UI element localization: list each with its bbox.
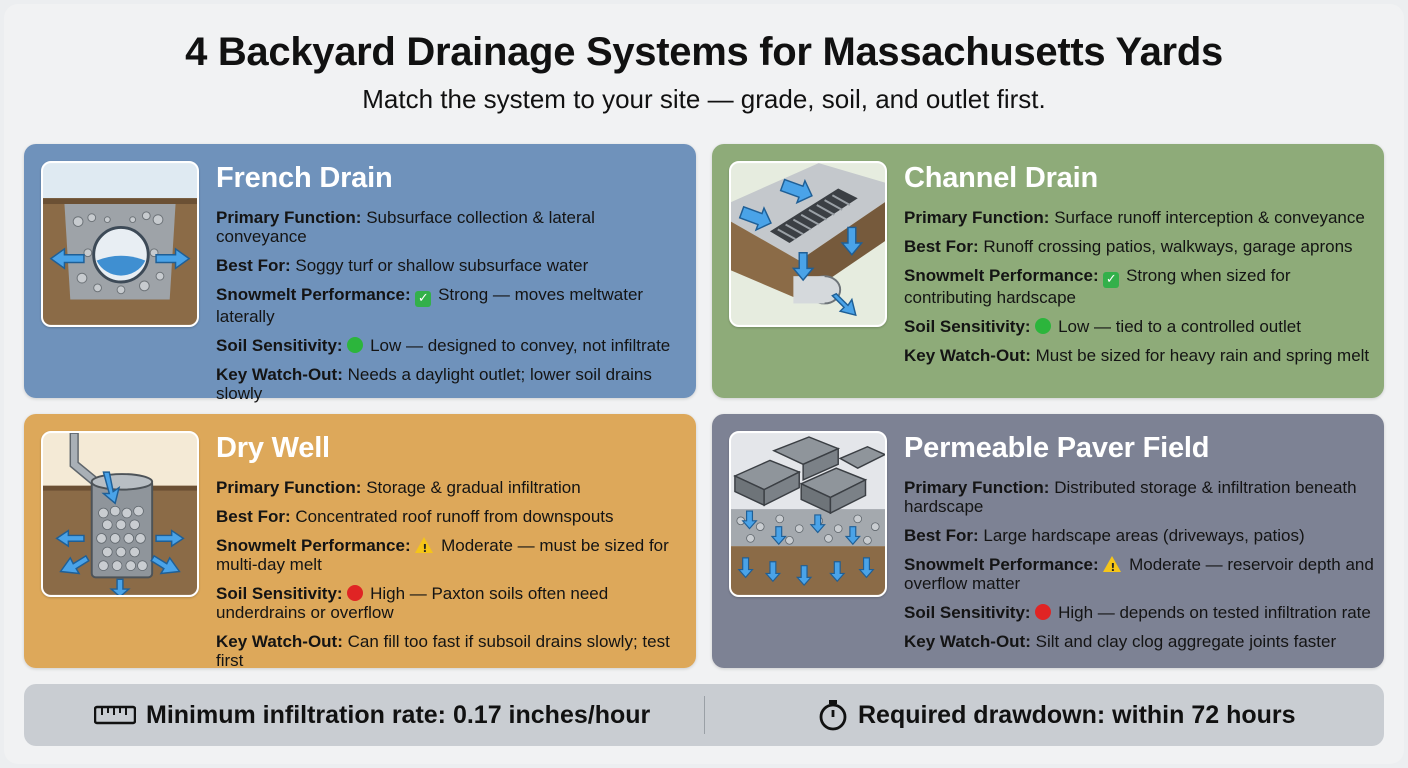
check-icon: ✓ xyxy=(415,291,432,307)
french-drain-cross-section-icon xyxy=(41,161,199,327)
row-label: Key Watch-Out: xyxy=(216,632,343,651)
card-row: Key Watch-Out: Silt and clay clog aggreg… xyxy=(904,632,1374,651)
row-value: Runoff crossing patios, walkways, garage… xyxy=(983,237,1353,256)
row-label: Key Watch-Out: xyxy=(904,346,1031,365)
card-row: Snowmelt Performance: ✓ Strong — moves m… xyxy=(216,285,686,326)
row-value: Distributed storage & infiltration benea… xyxy=(904,478,1357,516)
card-row: Snowmelt Performance: Moderate — reservo… xyxy=(904,555,1374,593)
row-value: Large hardscape areas (driveways, patios… xyxy=(983,526,1305,545)
page-title: 4 Backyard Drainage Systems for Massachu… xyxy=(185,30,1223,74)
row-label: Best For: xyxy=(216,507,291,526)
ruler-icon xyxy=(94,705,136,725)
card-title: French Drain xyxy=(216,162,393,194)
row-value: Concentrated roof runoff from downspouts xyxy=(295,507,614,526)
card-row: Primary Function: Subsurface collection … xyxy=(216,208,686,246)
warning-icon xyxy=(1103,556,1122,577)
row-value: Low — tied to a controlled outlet xyxy=(1058,317,1301,336)
row-value: High — depends on tested infiltration ra… xyxy=(1058,603,1371,622)
row-value: Silt and clay clog aggregate joints fast… xyxy=(1035,632,1337,651)
footer-bar: Minimum infiltration rate: 0.17 inches/h… xyxy=(24,684,1384,746)
channel-drain-grate-icon xyxy=(729,161,887,327)
row-value: Moderate — must be sized for multi-day m… xyxy=(216,536,669,574)
card-row: Key Watch-Out: Must be sized for heavy r… xyxy=(904,346,1374,365)
row-value: High — Paxton soils often need underdrai… xyxy=(216,584,609,622)
row-label: Snowmelt Performance: xyxy=(216,536,411,555)
row-label: Key Watch-Out: xyxy=(216,365,343,384)
row-label: Key Watch-Out: xyxy=(904,632,1031,651)
row-value: Storage & gradual infiltration xyxy=(366,478,581,497)
row-value: Low — designed to convey, not infiltrate xyxy=(370,336,671,355)
card-rows: Primary Function: Storage & gradual infi… xyxy=(216,478,686,680)
card-row: Best For: Soggy turf or shallow subsurfa… xyxy=(216,256,686,275)
permeable-paver-cross-section-icon xyxy=(729,431,887,597)
row-label: Snowmelt Performance: xyxy=(904,555,1099,574)
card-row: Soil Sensitivity: High — Paxton soils of… xyxy=(216,584,686,622)
card-rows: Primary Function: Surface runoff interce… xyxy=(904,208,1374,375)
green-dot-icon xyxy=(347,337,364,353)
green-dot-icon xyxy=(1035,318,1052,334)
card-row: Key Watch-Out: Can fill too fast if subs… xyxy=(216,632,686,670)
row-label: Soil Sensitivity: xyxy=(216,584,343,603)
card-title: Channel Drain xyxy=(904,162,1098,194)
row-label: Best For: xyxy=(904,237,979,256)
row-value: Needs a daylight outlet; lower soil drai… xyxy=(216,365,652,403)
row-value: Can fill too fast if subsoil drains slow… xyxy=(216,632,670,670)
infiltration-rate: Minimum infiltration rate: 0.17 inches/h… xyxy=(94,684,650,746)
red-dot-icon xyxy=(347,585,364,601)
card-row: Soil Sensitivity: High — depends on test… xyxy=(904,603,1374,622)
card-channel-drain: Channel Drain Primary Function: Surface … xyxy=(712,144,1384,398)
card-title: Dry Well xyxy=(216,432,330,464)
card-row: Best For: Large hardscape areas (drivewa… xyxy=(904,526,1374,545)
card-permeable-paver-field: Permeable Paver Field Primary Function: … xyxy=(712,414,1384,668)
footer-divider xyxy=(704,696,705,734)
card-row: Primary Function: Surface runoff interce… xyxy=(904,208,1374,227)
row-value: Must be sized for heavy rain and spring … xyxy=(1035,346,1370,365)
page-subtitle: Match the system to your site — grade, s… xyxy=(362,84,1046,114)
row-value: Subsurface collection & lateral conveyan… xyxy=(216,208,595,246)
card-row: Primary Function: Distributed storage & … xyxy=(904,478,1374,516)
row-label: Primary Function: xyxy=(904,208,1050,227)
row-label: Soil Sensitivity: xyxy=(904,317,1031,336)
card-row: Snowmelt Performance: Moderate — must be… xyxy=(216,536,686,574)
row-label: Soil Sensitivity: xyxy=(904,603,1031,622)
card-row: Key Watch-Out: Needs a daylight outlet; … xyxy=(216,365,686,403)
check-icon: ✓ xyxy=(1103,272,1120,288)
row-label: Snowmelt Performance: xyxy=(216,285,411,304)
card-french-drain: French Drain Primary Function: Subsurfac… xyxy=(24,144,696,403)
row-label: Primary Function: xyxy=(216,478,362,497)
card-row: Best For: Concentrated roof runoff from … xyxy=(216,507,686,526)
card-rows: Primary Function: Subsurface collection … xyxy=(216,208,686,413)
required-drawdown-text: Required drawdown: within 72 hours xyxy=(858,700,1296,729)
stopwatch-icon xyxy=(819,700,847,731)
card-row: Primary Function: Storage & gradual infi… xyxy=(216,478,686,497)
row-label: Primary Function: xyxy=(904,478,1050,497)
row-label: Snowmelt Performance: xyxy=(904,266,1099,285)
red-dot-icon xyxy=(1035,604,1052,620)
required-drawdown: Required drawdown: within 72 hours xyxy=(818,684,1296,746)
card-rows: Primary Function: Distributed storage & … xyxy=(904,478,1374,661)
row-value: Strong when sized for contributing hards… xyxy=(904,266,1291,307)
card-title: Permeable Paver Field xyxy=(904,432,1210,464)
infiltration-rate-text: Minimum infiltration rate: 0.17 inches/h… xyxy=(146,700,651,729)
dry-well-cross-section-icon xyxy=(41,431,199,597)
row-value: Soggy turf or shallow subsurface water xyxy=(295,256,589,275)
card-row: Snowmelt Performance: ✓ Strong when size… xyxy=(904,266,1374,307)
row-label: Soil Sensitivity: xyxy=(216,336,343,355)
warning-icon xyxy=(415,537,434,558)
row-value: Moderate — reservoir depth and overflow … xyxy=(904,555,1374,593)
card-row: Best For: Runoff crossing patios, walkwa… xyxy=(904,237,1374,256)
row-value: Surface runoff interception & conveyance xyxy=(1054,208,1365,227)
row-label: Best For: xyxy=(904,526,979,545)
card-row: Soil Sensitivity: Low — tied to a contro… xyxy=(904,317,1374,336)
card-row: Soil Sensitivity: Low — designed to conv… xyxy=(216,336,686,355)
row-value: Strong — moves meltwater laterally xyxy=(216,285,644,326)
card-dry-well: Dry Well Primary Function: Storage & gra… xyxy=(24,414,696,670)
row-label: Primary Function: xyxy=(216,208,362,227)
row-label: Best For: xyxy=(216,256,291,275)
